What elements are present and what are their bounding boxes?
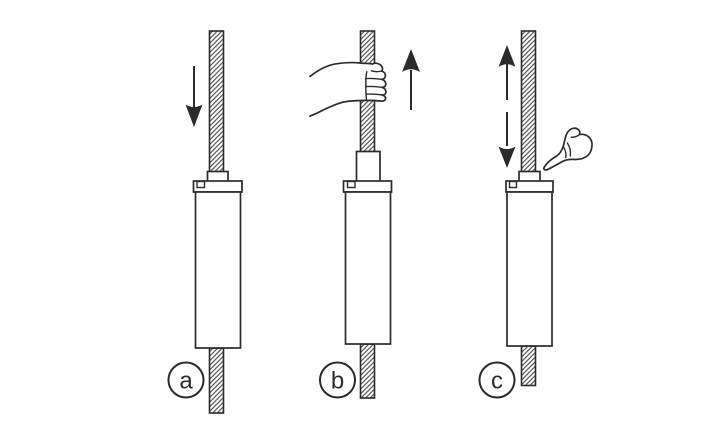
rope-lower <box>208 347 225 414</box>
rope-grab-device <box>505 170 554 347</box>
down-arrow-icon <box>498 112 516 168</box>
up-arrow-icon <box>402 49 420 110</box>
device-body <box>506 191 553 347</box>
panel-b: b <box>309 30 420 399</box>
device-notch <box>346 180 356 189</box>
rope-grab-device <box>342 150 393 345</box>
rope-upper <box>520 30 537 175</box>
step-label-circle <box>478 361 516 399</box>
step-label-circle <box>319 361 356 399</box>
rope-grab-device <box>192 170 243 349</box>
device-sleeve <box>355 150 381 183</box>
gripping-hand-icon <box>309 61 387 118</box>
device-notch <box>196 180 206 189</box>
step-label-text: a <box>179 368 193 395</box>
step-label-circle <box>167 361 205 399</box>
step-label-text: c <box>491 368 503 395</box>
device-notch <box>508 180 518 189</box>
device-body <box>344 191 392 345</box>
step-label-b: b <box>319 361 356 399</box>
down-arrow-icon <box>185 66 203 127</box>
rope-lower <box>359 343 376 399</box>
step-label-text: b <box>331 368 344 395</box>
step-label-c: c <box>478 361 516 399</box>
panel-c: c <box>478 30 593 399</box>
device-collar <box>518 170 541 183</box>
panel-a: a <box>167 30 243 414</box>
rope-lower <box>520 345 537 387</box>
rope-upper <box>208 30 225 175</box>
up-arrow-icon <box>498 45 516 100</box>
step-label-a: a <box>167 361 205 399</box>
device-body <box>194 191 242 349</box>
pointing-hand-icon <box>542 127 593 171</box>
device-collar <box>206 170 229 183</box>
